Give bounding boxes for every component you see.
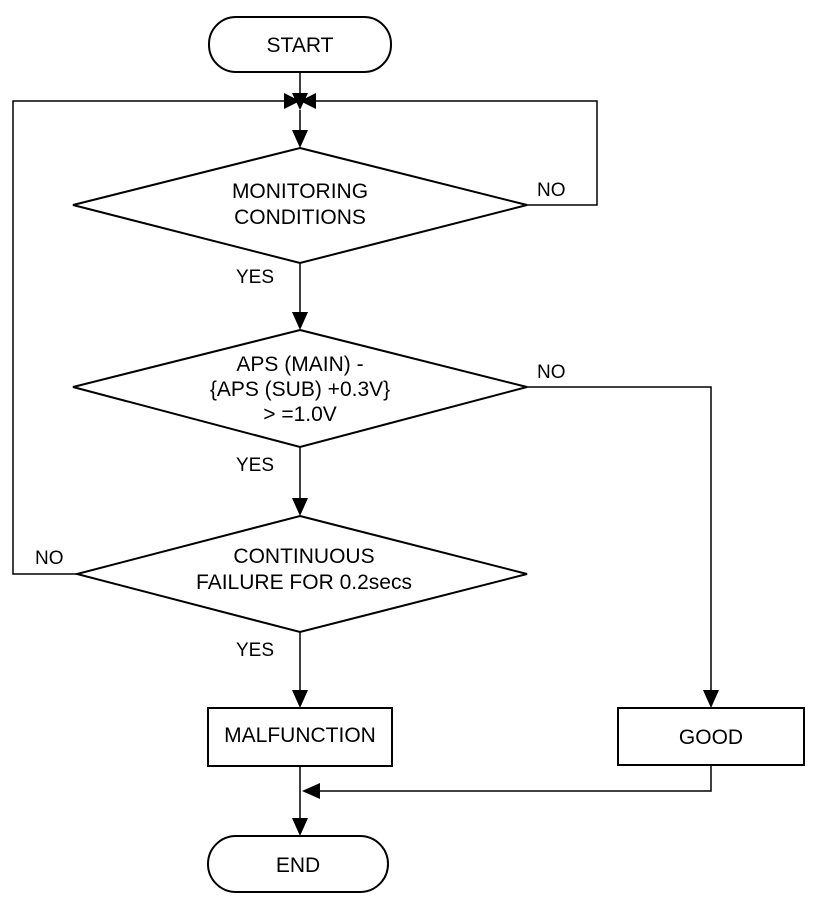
end-terminal: END — [207, 835, 389, 893]
arrow-into-continuous — [292, 498, 308, 516]
monitoring-decision: MONITORING CONDITIONS — [72, 146, 528, 265]
start-terminal: START — [208, 16, 392, 73]
monitoring-label-line-2: CONDITIONS — [234, 206, 366, 229]
arrow-into-aps — [292, 312, 308, 330]
aps-decision: APS (MAIN) - {APS (SUB) +0.3V} > =1.0V — [72, 328, 528, 449]
continuous-no-label: NO — [35, 548, 64, 569]
continuous-no-loop-line — [12, 100, 284, 575]
arrowheads — [284, 93, 719, 836]
aps-label-line-1: APS (MAIN) - — [236, 353, 363, 376]
start-label: START — [267, 34, 334, 57]
end-label: END — [276, 854, 320, 877]
continuous-label-line-1: CONTINUOUS — [233, 545, 374, 568]
arrow-down-into-merge — [292, 93, 308, 110]
good-label: GOOD — [679, 726, 743, 749]
monitoring-yes-label: YES — [236, 267, 274, 288]
arrow-into-end — [292, 818, 308, 836]
aps-no-line — [527, 386, 712, 690]
malfunction-box: MALFUNCTION — [207, 707, 393, 767]
connectors — [12, 72, 712, 818]
aps-label-line-2: {APS (SUB) +0.3V} — [210, 378, 390, 401]
monitoring-no-label: NO — [537, 180, 566, 201]
continuous-decision: CONTINUOUS FAILURE FOR 0.2secs — [73, 514, 528, 634]
arrow-into-malfunction — [292, 690, 308, 708]
arrow-into-good — [703, 690, 719, 708]
edge-labels: NO YES NO YES NO YES — [35, 180, 566, 661]
arrow-left-into-merge — [300, 93, 316, 109]
continuous-label-line-2: FAILURE FOR 0.2secs — [196, 571, 412, 594]
continuous-yes-label: YES — [236, 640, 274, 661]
malfunction-label: MALFUNCTION — [224, 724, 376, 747]
aps-yes-label: YES — [236, 455, 274, 476]
monitoring-no-loop-line — [316, 100, 598, 206]
arrow-right-into-merge — [284, 93, 300, 109]
monitoring-label-line-1: MONITORING — [232, 180, 368, 203]
aps-label-line-3: > =1.0V — [263, 403, 337, 426]
good-to-end-line — [320, 765, 712, 792]
arrow-into-monitoring — [292, 130, 308, 148]
arrow-merge-left — [302, 783, 320, 799]
good-box: GOOD — [617, 707, 805, 766]
aps-no-label: NO — [537, 362, 566, 383]
